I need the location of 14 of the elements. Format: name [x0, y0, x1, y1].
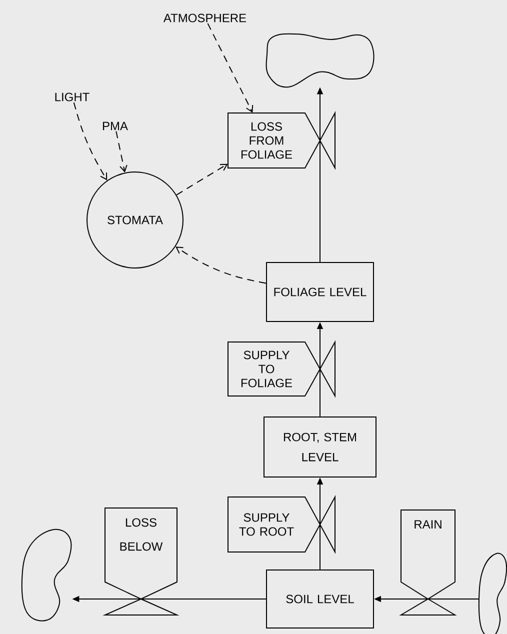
cloud-shape [266, 33, 374, 88]
level-box: SOIL LEVEL [266, 570, 374, 628]
cloud-shape [478, 552, 507, 634]
input-label: ATMOSPHERE [163, 14, 246, 22]
level-box: ROOT, STEM LEVEL [264, 416, 376, 478]
arrow [73, 102, 108, 180]
arrow [207, 22, 254, 113]
arrow [176, 164, 228, 196]
input-label: PMA [102, 122, 128, 130]
cloud-shape [21, 528, 72, 622]
arrow [116, 130, 128, 173]
arrow [176, 246, 266, 284]
level-box: FOLIAGE LEVEL [266, 262, 374, 322]
input-label: LIGHT [55, 92, 90, 102]
